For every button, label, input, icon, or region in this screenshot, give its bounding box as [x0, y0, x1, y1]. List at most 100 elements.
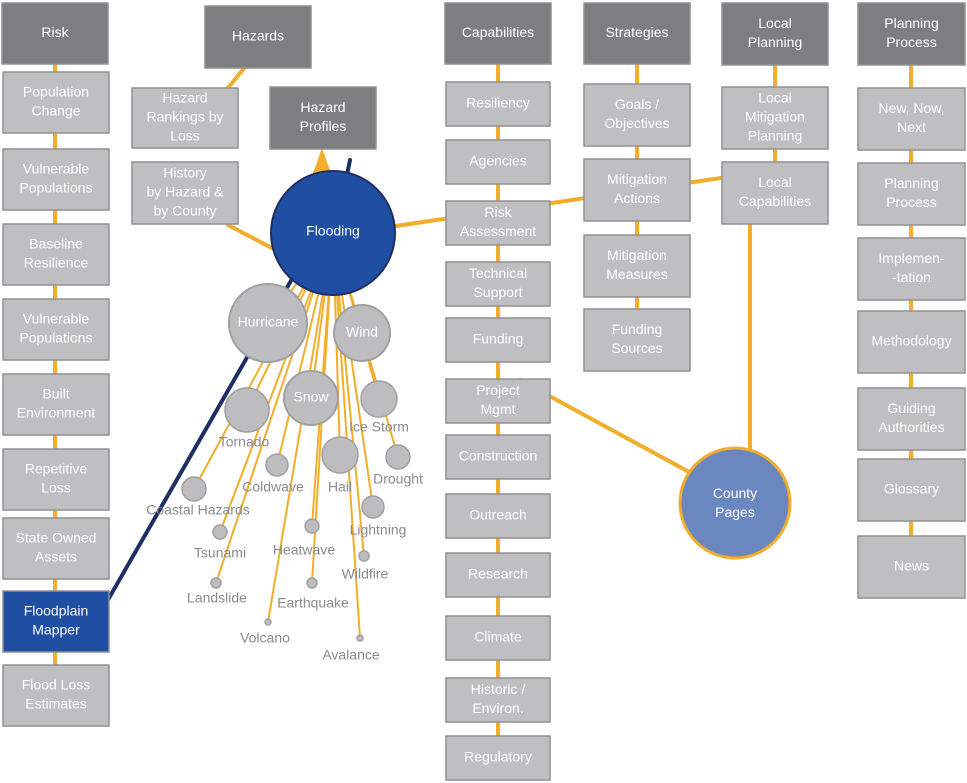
risk-header[interactable]: Risk: [1, 2, 109, 65]
flooding-circle: [270, 170, 396, 296]
strategies-item-goals-objectives[interactable]: Goals /Objectives: [583, 83, 691, 147]
label-line: by County: [153, 203, 216, 219]
label-line: Construction: [459, 448, 538, 464]
capabilities-item-construction[interactable]: Construction: [445, 434, 551, 480]
label-line: Repetitive: [25, 461, 87, 477]
hazard-node-coldwave[interactable]: Coldwave: [242, 453, 304, 495]
hazard-node-hurricane[interactable]: Hurricane: [228, 283, 308, 363]
label-line: Population: [23, 84, 89, 100]
label-line: Planning: [884, 15, 939, 31]
capabilities-item-project-mgmt-shape: [445, 378, 551, 424]
strategies-item-goals-objectives-shape: [583, 83, 691, 147]
hazard-node-heatwave[interactable]: Heatwave: [273, 518, 335, 558]
hazard-node-ice-storm[interactable]: Ice Storm: [349, 380, 409, 435]
label-line: Flood Loss: [22, 677, 90, 693]
label-line: Pages: [715, 504, 755, 520]
hazard-node-hail[interactable]: Hail: [321, 436, 359, 495]
planning-item-glossary[interactable]: Glossary: [857, 458, 966, 522]
capabilities-item-outreach[interactable]: Outreach: [445, 493, 551, 539]
hazard-node-wildfire[interactable]: Wildfire: [342, 550, 389, 582]
hazard-node-landslide[interactable]: Landslide: [187, 577, 247, 606]
risk-item-vulnerable-populations-shape: [2, 148, 110, 211]
hazard-node-lightning[interactable]: Lightning: [350, 495, 407, 538]
strategies-header[interactable]: Strategies: [583, 2, 691, 65]
label-line: Rankings by: [146, 109, 223, 125]
label-line: Guiding: [887, 400, 935, 416]
hazard-profiles-shape: [269, 86, 377, 150]
label-line: News: [894, 558, 929, 574]
planning-process-header-shape: [857, 2, 966, 66]
hazard-node-snow[interactable]: Snow: [283, 370, 339, 426]
hazard-node-wind[interactable]: Wind: [333, 304, 391, 362]
capabilities-item-agencies[interactable]: Agencies: [445, 139, 551, 185]
hazard-label: Coastal Hazards: [146, 502, 250, 518]
label-line: Capabilities: [739, 193, 811, 209]
strategies-header-shape: [583, 2, 691, 65]
label-line: Sources: [611, 340, 662, 356]
hazard-label: Drought: [373, 471, 423, 487]
capabilities-header[interactable]: Capabilities: [444, 2, 552, 65]
hazards-header[interactable]: Hazards: [204, 5, 312, 69]
hazard-node-volcano[interactable]: Volcano: [240, 618, 290, 646]
planning-item-news[interactable]: News: [857, 535, 966, 599]
label-line: Strategies: [605, 24, 668, 40]
flooding-node[interactable]: Flooding: [270, 170, 396, 296]
hazard-label: Volcano: [240, 630, 290, 646]
hazard-label: Landslide: [187, 590, 247, 606]
hazard-node-coastal-hazards[interactable]: Coastal Hazards: [146, 476, 250, 518]
hazard-node-earthquake[interactable]: Earthquake: [277, 577, 349, 611]
capabilities-item-funding-shape: [445, 317, 551, 363]
hazard-node-avalance[interactable]: Avalance: [322, 634, 380, 663]
hazard-node-tornado[interactable]: Tornado: [219, 387, 270, 450]
capabilities-item-funding[interactable]: Funding: [445, 317, 551, 363]
hazard-circle: [304, 518, 320, 534]
risk-item-flood-loss-estimates-shape: [2, 664, 110, 727]
label-line: Historic /: [471, 681, 526, 697]
hazard-node-drought[interactable]: Drought: [373, 444, 423, 487]
hazard-circle: [321, 436, 359, 474]
capabilities-item-historic-environ-shape: [445, 677, 551, 723]
capabilities-item-technical-support-shape: [445, 261, 551, 307]
label-line: Mgmt: [481, 401, 516, 417]
label-line: Mapper: [32, 622, 80, 638]
label-line: Agencies: [469, 153, 527, 169]
capabilities-item-historic-environ[interactable]: Historic / Environ.: [445, 677, 551, 723]
capabilities-item-resiliency[interactable]: Resiliency: [445, 81, 551, 127]
planning-item-implemen-tation[interactable]: Implemen--tation: [857, 237, 966, 301]
planning-item-new-now-next[interactable]: New, Now,Next: [857, 87, 966, 151]
label-line: Environ.: [472, 700, 523, 716]
risk-item-floodplain-mapper-shape: [2, 590, 110, 653]
hazard-node-tsunami[interactable]: Tsunami: [194, 524, 246, 561]
capabilities-item-climate[interactable]: Climate: [445, 615, 551, 661]
capabilities-item-regulatory[interactable]: Regulatory: [445, 735, 551, 781]
capabilities-item-research[interactable]: Research: [445, 552, 551, 598]
planning-item-news-shape: [857, 535, 966, 599]
planning-item-methodology[interactable]: Methodology: [857, 310, 966, 374]
